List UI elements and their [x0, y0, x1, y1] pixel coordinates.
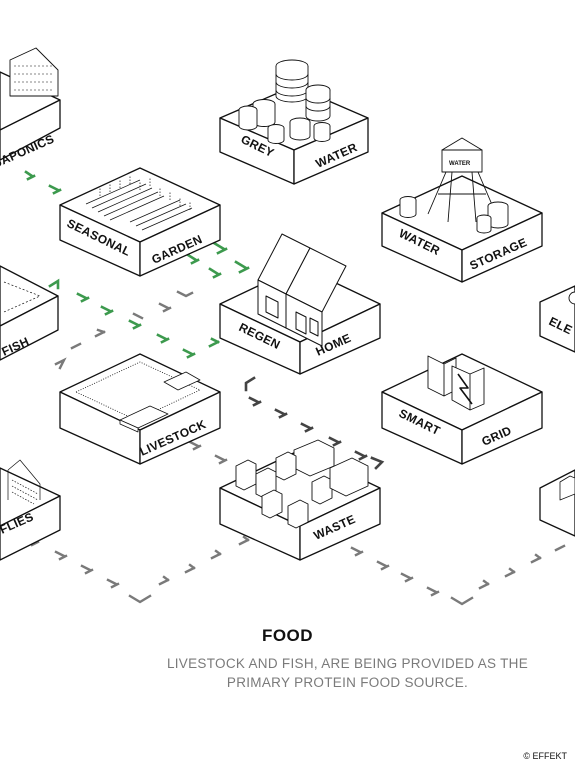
box-seasonal-garden [59, 167, 221, 277]
box-aquaponics [0, 47, 61, 161]
dark-arrow-home-waste [244, 376, 385, 470]
box-flies [0, 459, 61, 561]
grey-arrow-livestock-waste [188, 440, 228, 465]
node-boxes [0, 47, 575, 561]
box-livestock [59, 353, 221, 465]
box-waste [219, 439, 381, 561]
label-water-tower: WATER [449, 161, 471, 167]
credit-text: © EFFEKT [523, 751, 567, 761]
box-water-storage [381, 137, 543, 283]
caption-line-1: LIVESTOCK AND FISH, ARE BEING PROVIDED A… [166, 656, 529, 671]
caption-title: FOOD [261, 626, 314, 645]
caption-line-2: PRIMARY PROTEIN FOOD SOURCE. [226, 675, 469, 690]
green-arrow-garden-home [186, 241, 250, 279]
box-regen-home [219, 233, 381, 375]
box-ele [539, 285, 575, 353]
box-fish [0, 265, 59, 361]
grey-arrow-garden-livestock [54, 290, 194, 370]
box-right-partial [539, 469, 575, 537]
green-arrow-aquaponics-garden [24, 170, 62, 195]
box-smart-grid [381, 353, 543, 465]
box-grey-water [219, 59, 369, 185]
flow-arrows [24, 170, 566, 606]
green-arrow-fish-home [48, 278, 242, 359]
